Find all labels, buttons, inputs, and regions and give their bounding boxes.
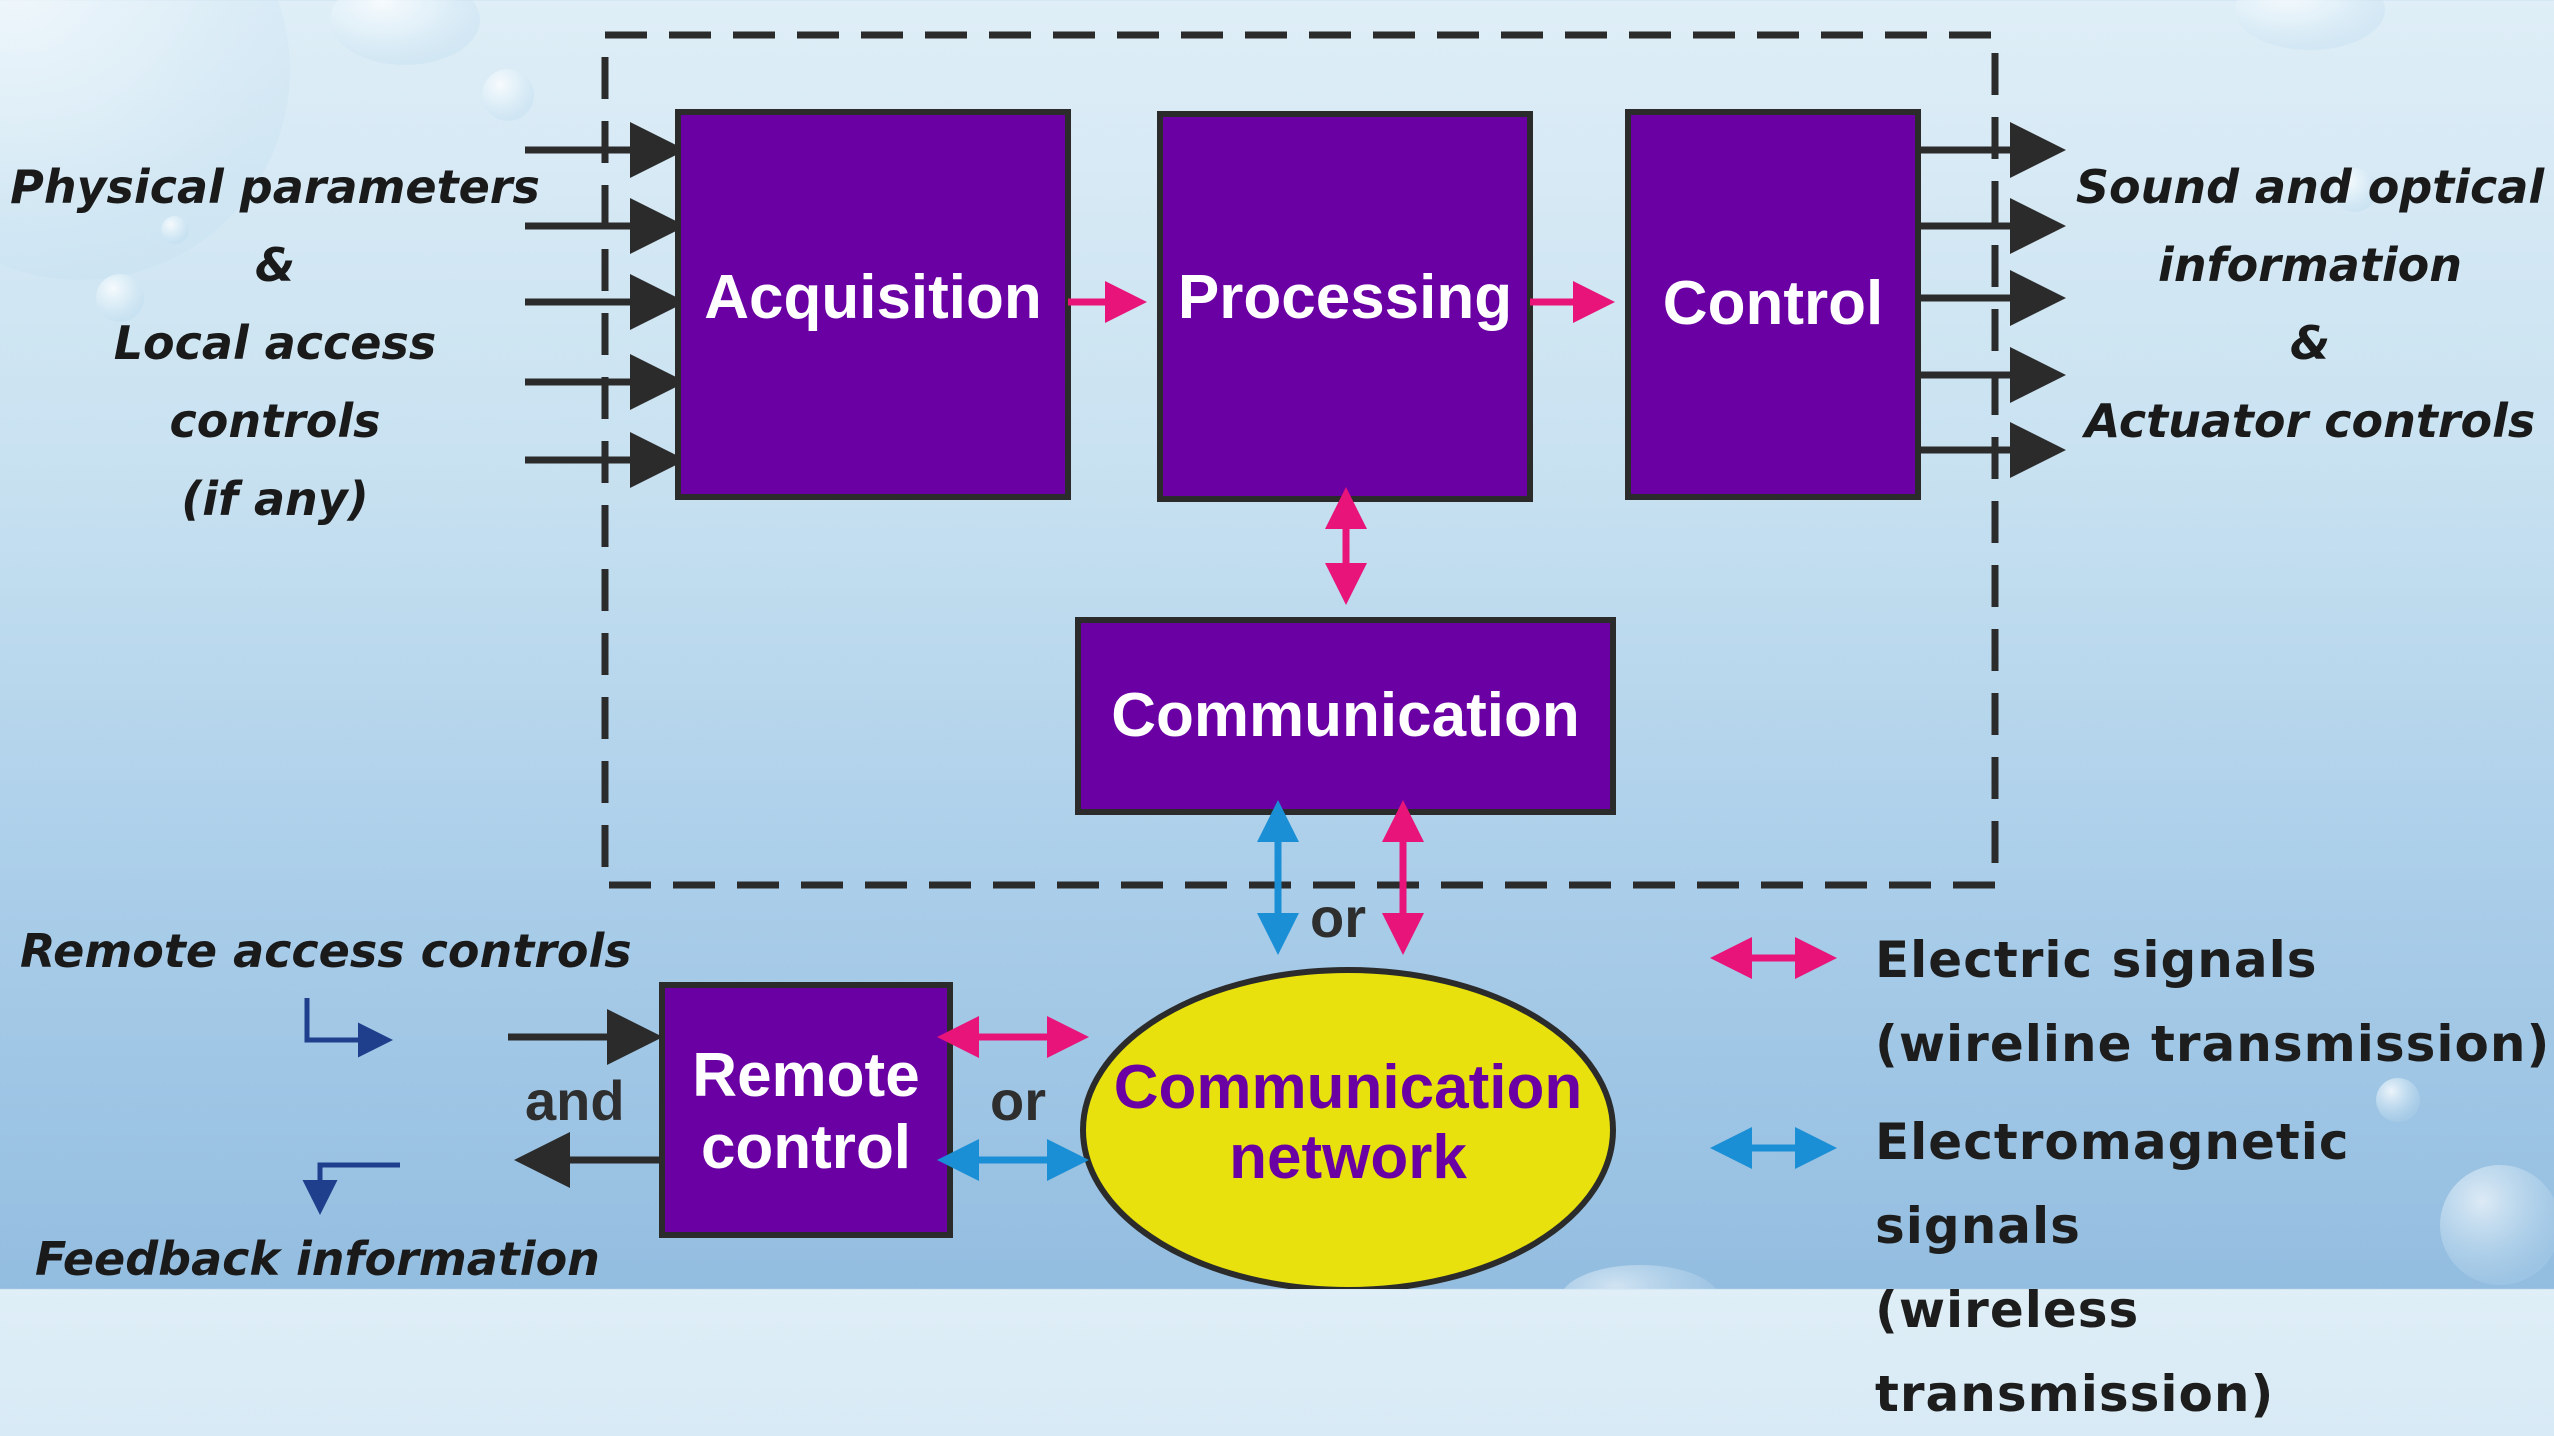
outputs-line4: Actuator controls: [2084, 394, 2536, 448]
remote-access-bend-arrow: [304, 998, 393, 1058]
outputs-line2: information: [2158, 238, 2462, 292]
remote-control-label-line1: Remote: [692, 1041, 920, 1110]
inputs-line3: Local access controls: [113, 316, 437, 448]
droplet: [482, 69, 534, 121]
acquisition-block: [675, 109, 1071, 500]
inputs-line2: &: [254, 238, 296, 292]
legend-electric: Electric signals (wireline transmission): [1875, 918, 2550, 1086]
remote-control-block: [659, 982, 953, 1238]
legend-electromagnetic: Electromagnetic signals (wireless transm…: [1875, 1100, 2554, 1436]
communication-label: Communication: [1111, 681, 1580, 750]
legend-electromagnetic-line1: Electromagnetic signals: [1875, 1113, 2350, 1255]
and-label: and: [525, 1069, 625, 1132]
or-label-bottom: or: [990, 1069, 1046, 1132]
inputs-line4: (if any): [181, 472, 369, 526]
feedback-label: Feedback information: [35, 1232, 600, 1286]
system-block-diagram: [0, 0, 2554, 1289]
control-label: Control: [1662, 269, 1884, 338]
droplet: [2235, 0, 2385, 50]
input-arrows: [525, 122, 686, 488]
remote-access-label: Remote access controls: [20, 924, 632, 978]
droplet: [0, 0, 290, 280]
legend-electromagnetic-line2: (wireless transmission): [1875, 1281, 2275, 1423]
inputs-line1: Physical parameters: [10, 160, 540, 214]
or-label-top: or: [1310, 886, 1366, 949]
outputs-label: Sound and optical information & Actuator…: [2075, 148, 2545, 460]
communication-network-ellipse: [1080, 967, 1616, 1289]
water-droplets-decoration: [0, 0, 2554, 1289]
communication-block: [1075, 617, 1616, 815]
remote-control-label-line2: control: [700, 1113, 912, 1182]
droplet: [96, 274, 144, 322]
network-label-line2: network: [1229, 1123, 1467, 1192]
electromagnetic-arrows: [937, 800, 1837, 1181]
control-block: [1625, 109, 1921, 500]
droplet: [2440, 1165, 2554, 1285]
processing-label: Processing: [1177, 263, 1513, 332]
droplet: [330, 0, 480, 65]
outputs-line3: &: [2289, 316, 2331, 370]
droplet: [1564, 1265, 1716, 1289]
legend-electric-line1: Electric signals: [1875, 931, 2318, 989]
output-arrows: [1918, 122, 2066, 478]
outputs-line1: Sound and optical: [2075, 160, 2545, 214]
electric-arrows: [937, 281, 1837, 1058]
network-label-line1: Communication: [1113, 1053, 1583, 1122]
inputs-label: Physical parameters & Local access contr…: [5, 148, 545, 538]
feedback-bend-arrow: [302, 1162, 400, 1215]
legend-electric-line2: (wireline transmission): [1875, 1015, 2551, 1073]
processing-block: [1157, 111, 1533, 502]
droplet: [2333, 168, 2377, 212]
droplet: [2376, 1078, 2420, 1122]
droplet: [161, 216, 189, 244]
acquisition-label: Acquisition: [704, 263, 1042, 332]
